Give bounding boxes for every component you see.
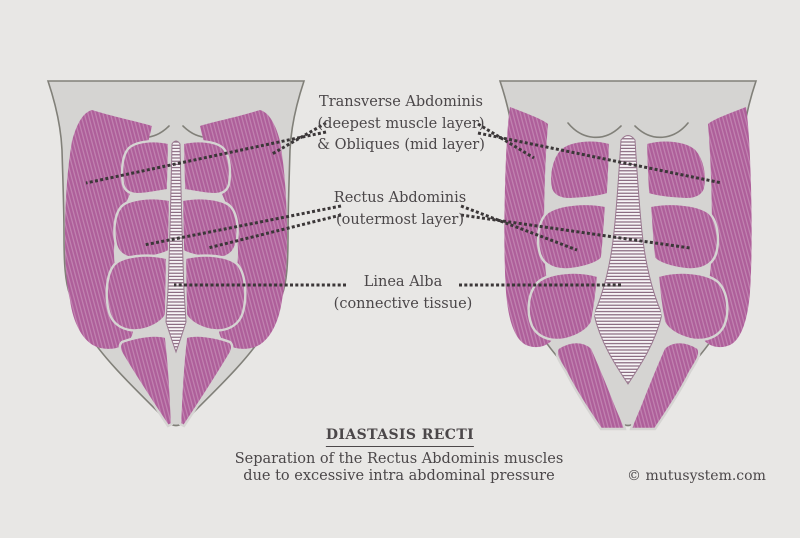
subtitle-line: Separation of the Rectus Abdominis muscl…: [234, 451, 564, 467]
rectus-segment-separated: [648, 202, 720, 271]
leader-transverse-to-right-torso-inner: [477, 122, 535, 160]
label-line: (outermost layer): [335, 211, 465, 228]
label-line: (deepest muscle layer): [317, 115, 485, 132]
rectus-segment-separated: [536, 202, 608, 271]
copyright-credit: © mutusystem.com: [627, 468, 766, 484]
lower-abs-muscle: [555, 340, 627, 431]
rectus-segment: [120, 140, 171, 196]
label-transverse-abdominis: Transverse Abdominis (deepest muscle lay…: [317, 92, 485, 157]
leader-rectus-to-right-torso-a: [460, 204, 578, 252]
leader-rectus-to-left-torso-a: [143, 204, 342, 247]
linea-alba-normal: [165, 140, 187, 354]
lower-abs-muscle: [178, 334, 234, 428]
label-line: (connective tissue): [333, 295, 473, 312]
subtitle-line: due to excessive intra abdominal pressur…: [243, 468, 555, 484]
label-line: Rectus Abdominis: [333, 190, 467, 206]
label-line: Linea Alba: [363, 274, 443, 290]
lower-abs-muscle: [629, 340, 701, 431]
torso-normal: [47, 80, 305, 428]
lower-abs-muscle: [118, 334, 174, 428]
rectus-segment: [113, 197, 172, 260]
rectus-segment-separated: [527, 271, 600, 342]
diagram-title: DIASTASIS RECTI: [325, 428, 475, 447]
label-rectus-abdominis: Rectus Abdominis (outermost layer): [334, 188, 466, 231]
rectus-segment: [105, 254, 169, 332]
leader-transverse-to-left-torso-outer: [85, 130, 327, 185]
leader-rectus-to-left-torso-b: [207, 213, 342, 250]
leader-rectus-to-right-torso-b: [460, 213, 691, 250]
leader-transverse-to-right-torso-outer: [477, 131, 723, 185]
diagram-subtitle: Separation of the Rectus Abdominis muscl…: [235, 451, 564, 485]
label-linea-alba: Linea Alba (connective tissue): [334, 272, 473, 315]
rectus-segment-separated: [548, 139, 612, 201]
rectus-segment-separated: [656, 271, 729, 342]
torso-diastasis: [499, 80, 757, 431]
rectus-segment: [183, 254, 247, 332]
leader-lines: [85, 121, 723, 287]
rectus-segment: [181, 140, 232, 196]
linea-alba-stretched: [593, 135, 663, 385]
label-line: Transverse Abdominis: [319, 94, 483, 110]
label-line: & Obliques (mid layer): [317, 137, 485, 153]
rectus-segment-separated: [644, 139, 708, 201]
